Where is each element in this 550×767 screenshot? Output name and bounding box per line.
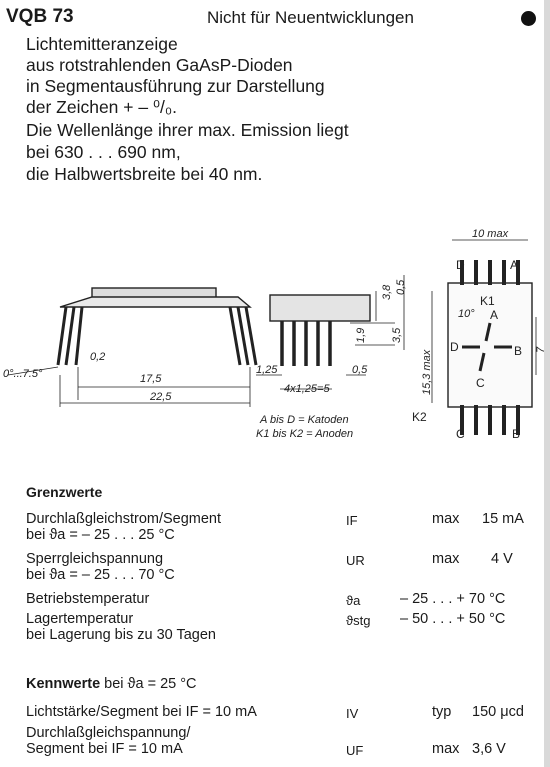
dim-22-5: 22,5 [149, 391, 172, 403]
section-title-grenzwerte: Grenzwerte [26, 484, 103, 500]
pin-label-k2: K2 [412, 410, 427, 424]
row-value: 15 mA [482, 511, 524, 527]
bullet-mark [521, 11, 536, 26]
row-value: 3,6 V [472, 741, 506, 757]
row-value: 150 μcd [472, 704, 524, 720]
status-note: Nicht für Neuentwicklungen [207, 8, 414, 27]
row-qualifier: max [432, 551, 460, 567]
pin-label-b-bottom: B [512, 427, 520, 441]
description-line: der Zeichen + – ⁰/₀. [26, 97, 177, 117]
row-label: bei ϑa = – 25 . . . 70 °C [26, 567, 175, 583]
row-qualifier: max [432, 511, 460, 527]
dim-3-5: 3,5 [391, 327, 403, 343]
row-label: bei ϑa = – 25 . . . 25 °C [26, 527, 175, 543]
row-qualifier: typ [432, 704, 452, 720]
row-symbol: IV [346, 706, 359, 721]
dim-17-5: 17,5 [140, 373, 162, 385]
dim-1-9: 1,9 [355, 328, 367, 343]
row-label: bei Lagerung bis zu 30 Tagen [26, 627, 216, 643]
row-symbol: UR [346, 553, 365, 568]
row-label: Betriebstemperatur [26, 591, 150, 607]
row-symbol: ϑstg [346, 613, 371, 628]
pin-label-c-bottom: C [456, 427, 465, 441]
part-number: VQB 73 [6, 6, 74, 27]
dim-0-5-bottom: 0,5 [352, 364, 368, 376]
dim-10-max: 10 max [472, 228, 509, 240]
description-line: Lichtemitteranzeige [26, 34, 178, 54]
front-view-body [269, 294, 371, 322]
dim-3-8: 3,8 [381, 284, 393, 300]
row-label: Durchlaßgleichstrom/Segment [26, 511, 222, 527]
kennwerte-label: Kennwerte [26, 676, 101, 692]
dim-10-deg: 10° [458, 308, 475, 320]
row-qualifier: max [432, 741, 460, 757]
description-line: aus rotstrahlenden GaAsP-Dioden [26, 55, 293, 75]
kennwerte-condition: bei ϑa = 25 °C [104, 676, 197, 692]
dim-0-2: 0,2 [90, 351, 105, 363]
segment-label-c: C [476, 376, 485, 390]
legend-cathodes: A bis D = Katoden [259, 414, 349, 426]
page-edge [544, 0, 550, 767]
dim-0-5-top: 0,5 [395, 279, 407, 295]
pin-label-k1: K1 [480, 294, 495, 308]
dim-1-25: 1,25 [256, 364, 278, 376]
pin-label-d-top: D [456, 258, 465, 272]
row-label: Durchlaßgleichspannung/ [26, 725, 191, 741]
section-title-kennwerte: Kennwerte bei ϑa = 25 °C [26, 676, 197, 692]
row-symbol: IF [346, 513, 358, 528]
row-symbol: UF [346, 743, 364, 758]
row-label: Sperrgleichspannung [26, 551, 164, 567]
row-label: Segment bei IF = 10 mA [26, 741, 183, 757]
description-line: die Halbwertsbreite bei 40 nm. [26, 164, 263, 184]
description-line: Die Wellenlänge ihrer max. Emission lieg… [26, 120, 349, 140]
dim-angle: 0°...7.5° [3, 368, 43, 380]
package-drawing: 0°...7.5° 0,2 17,5 22,5 1,25 4x1,25=5 0,… [3, 228, 547, 441]
segment-label-a: A [490, 308, 498, 322]
legend-anodes: K1 bis K2 = Anoden [256, 428, 353, 440]
segment-label-b: B [514, 344, 522, 358]
row-value: – 50 . . . + 50 °C [400, 611, 506, 627]
row-label: Lagertemperatur [26, 611, 134, 627]
row-symbol: ϑa [346, 593, 361, 608]
pin-label-a-top: A [510, 258, 518, 272]
dim-7: 7 [535, 346, 547, 353]
row-value: – 25 . . . + 70 °C [400, 591, 506, 607]
description-line: in Segmentausführung zur Darstellung [26, 76, 325, 96]
segment-label-d: D [450, 340, 459, 354]
description-line: bei 630 . . . 690 nm, [26, 142, 181, 162]
row-label: Lichtstärke/Segment bei IF = 10 mA [26, 704, 257, 720]
row-value: 4 V [491, 551, 513, 567]
dim-15-3: 15,3 max [421, 349, 433, 395]
dim-pitch: 4x1,25=5 [284, 383, 330, 395]
